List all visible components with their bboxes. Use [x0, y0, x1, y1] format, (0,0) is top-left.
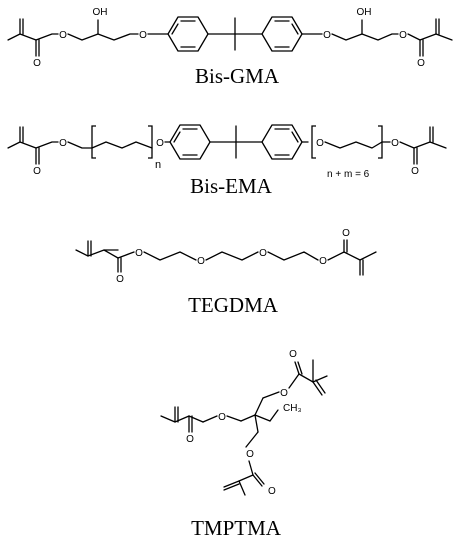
ether-oxygen-label: O — [139, 30, 147, 41]
ester-oxygen-label: O — [59, 138, 67, 149]
ester-oxygen-label: O — [319, 256, 327, 267]
structure-tmptma: O O CH₃ O O O O — [160, 349, 328, 497]
ester-oxygen-label: O — [399, 30, 407, 41]
hydroxyl-label: OH — [357, 7, 372, 18]
ester-oxygen-label: O — [135, 248, 143, 259]
repeat-unit-n-label: n — [155, 159, 161, 171]
structure-bis-ema: O O n O O O O — [7, 124, 447, 177]
ethyl-group-label: CH₃ — [283, 403, 302, 414]
carbonyl-oxygen-label: O — [268, 486, 276, 497]
hydroxyl-label: OH — [93, 7, 108, 18]
ether-oxygen-label: O — [197, 256, 205, 267]
ether-oxygen-label: O — [323, 30, 331, 41]
structure-bis-gma: O O OH O O OH O O — [7, 7, 453, 69]
repeat-unit-note: n + m = 6 — [327, 169, 370, 180]
ester-oxygen-label: O — [391, 138, 399, 149]
carbonyl-oxygen-label: O — [411, 166, 419, 177]
ether-oxygen-label: O — [316, 138, 324, 149]
compound-label-bis-gma: Bis-GMA — [194, 64, 280, 88]
carbonyl-oxygen-label: O — [417, 58, 425, 69]
carbonyl-oxygen-label: O — [342, 228, 350, 239]
ether-oxygen-label: O — [156, 138, 164, 149]
carbonyl-oxygen-label: O — [289, 349, 297, 360]
ester-oxygen-label: O — [59, 30, 67, 41]
compound-label-tmptma: TMPTMA — [191, 516, 281, 540]
compound-label-bis-ema: Bis-EMA — [190, 174, 272, 198]
carbonyl-oxygen-label: O — [33, 166, 41, 177]
carbonyl-oxygen-label: O — [33, 58, 41, 69]
ether-oxygen-label: O — [259, 248, 267, 259]
ester-oxygen-label: O — [218, 412, 226, 423]
carbonyl-oxygen-label: O — [116, 274, 124, 285]
ester-oxygen-label: O — [246, 449, 254, 460]
structure-tegdma: O O O O O O — [75, 228, 377, 285]
compound-label-tegdma: TEGDMA — [188, 293, 278, 317]
carbonyl-oxygen-label: O — [186, 434, 194, 445]
ester-oxygen-label: O — [280, 388, 288, 399]
